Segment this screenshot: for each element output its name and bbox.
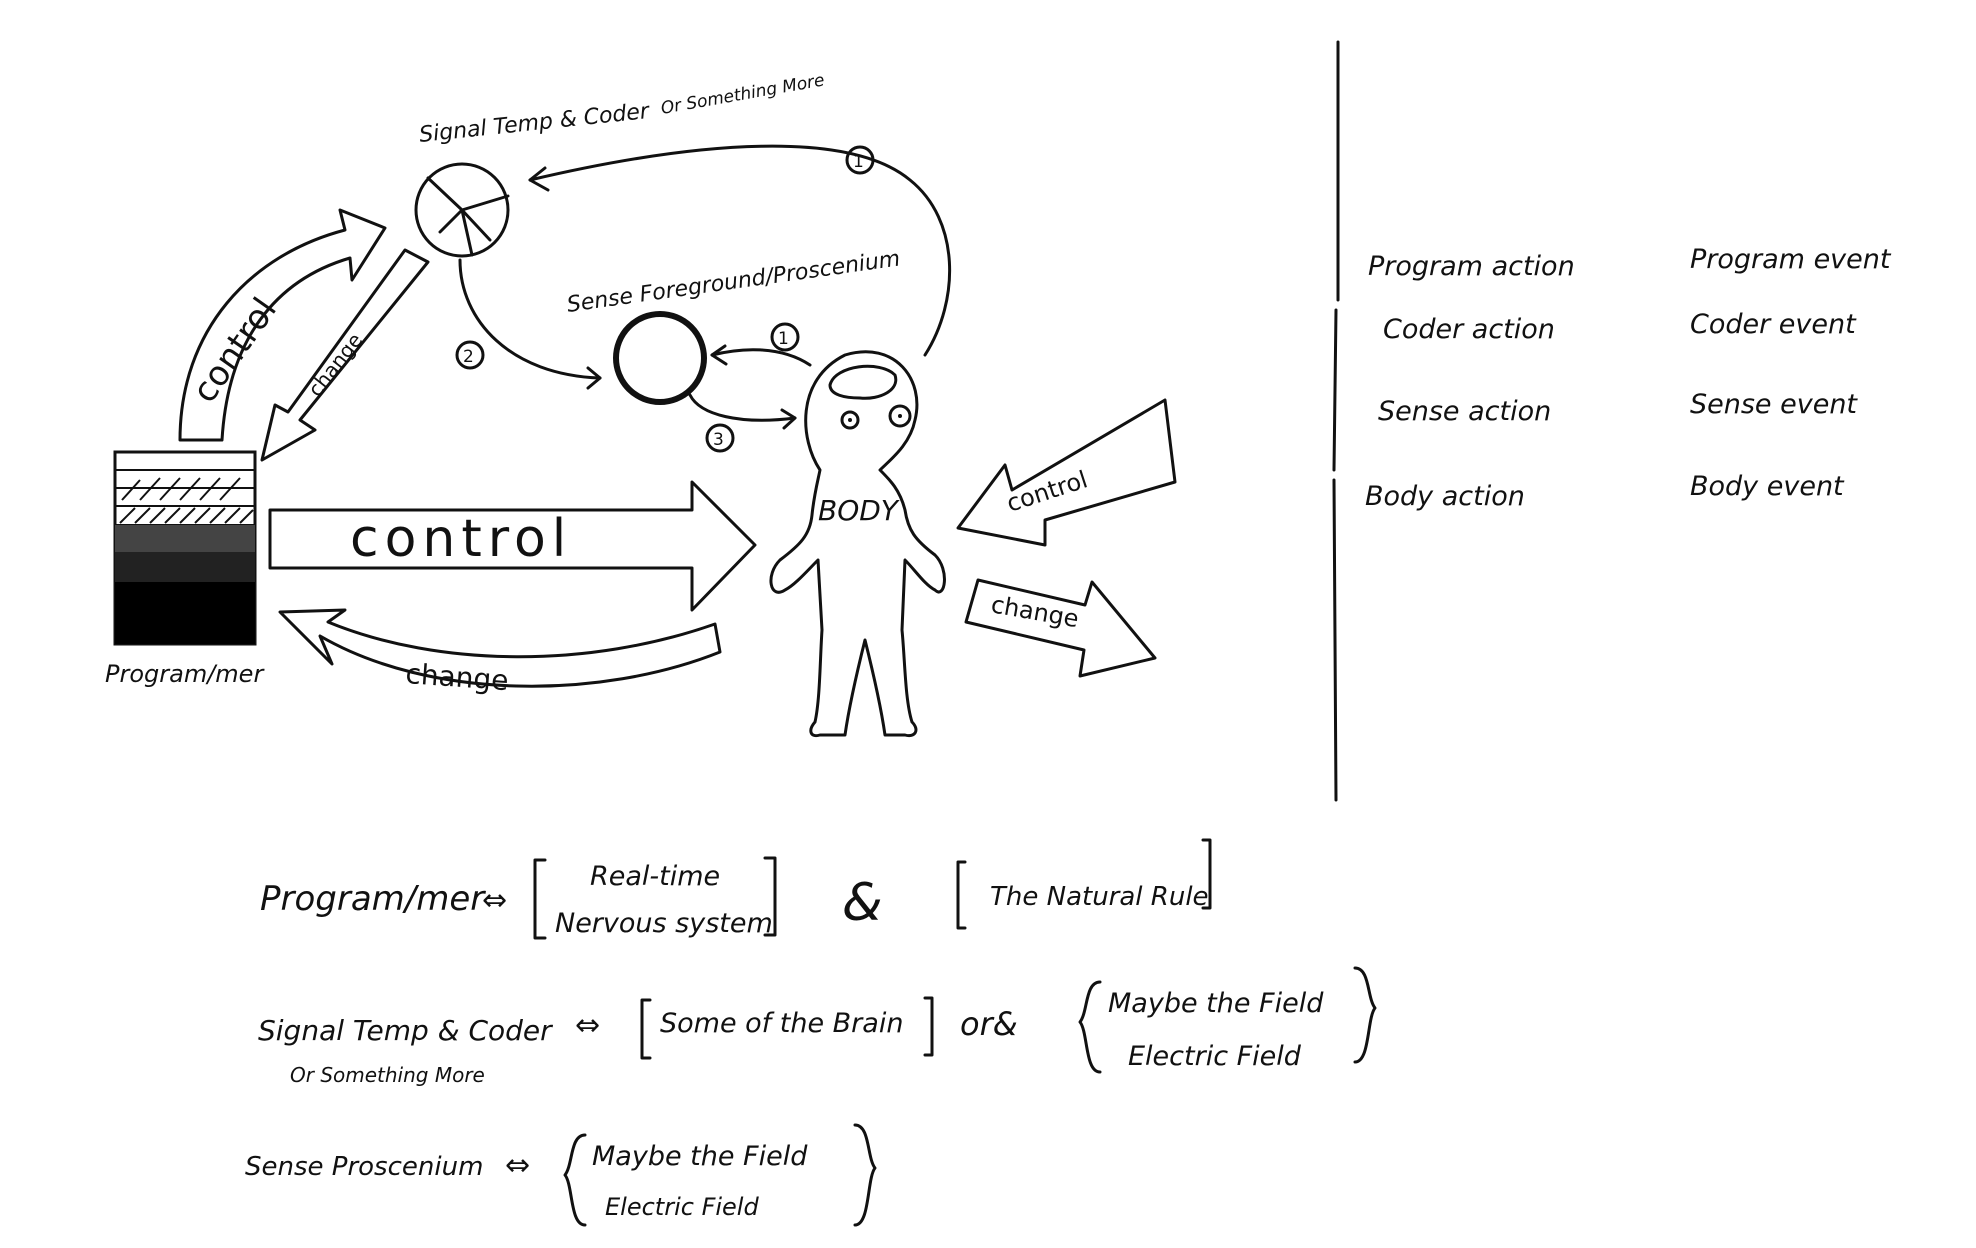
svg-text:3: 3: [713, 430, 724, 450]
action-coder: Coder action: [1383, 314, 1555, 345]
mapping-row-sense: Sense Proscenium ⇔ Maybe the Field Elect…: [245, 1123, 877, 1227]
step-marker-1-body: 1: [770, 322, 800, 352]
programmer-node: Program/mer: [105, 450, 265, 688]
sense-title: Sense Foreground/Proscenium: [565, 246, 901, 318]
mapping-1-left: Program/mer: [260, 879, 486, 919]
action-sense: Sense action: [1378, 396, 1551, 427]
mapping-1-bracket-b: The Natural Rule: [990, 882, 1209, 912]
mapping-1-bracket-a-line2: Nervous system: [555, 908, 773, 939]
signal-coder-pie-lines: [426, 176, 510, 257]
step-marker-3: 3: [705, 423, 735, 453]
signal-coder-title: Signal Temp & Coder: [418, 99, 652, 148]
flow-arrows: [458, 144, 952, 430]
mapping-2-joiner: or&: [960, 1005, 1018, 1043]
mapping-3-left: Sense Proscenium: [245, 1152, 483, 1182]
mapping-3-bracket-a-line2: Electric Field: [605, 1193, 759, 1221]
body-label: BODY: [818, 494, 900, 527]
mapping-2-bracket-b-line1: Maybe the Field: [1108, 988, 1324, 1019]
arrow-change-right: change: [964, 578, 1157, 678]
svg-text:2: 2: [463, 347, 474, 367]
mapping-1-symbol: ⇔: [482, 883, 507, 918]
step-marker-1-top: 1: [845, 145, 875, 175]
mapping-row-programmer: Program/mer ⇔ Real-time Nervous system &…: [260, 838, 1212, 940]
mapping-2-bracket-a: Some of the Brain: [660, 1008, 903, 1039]
event-coder: Coder event: [1690, 309, 1857, 340]
mapping-row-signal: Signal Temp & Coder Or Something More ⇔ …: [258, 966, 1377, 1087]
arrow-signal-to-sense: [458, 258, 602, 380]
svg-text:1: 1: [853, 152, 864, 172]
control-main-label: control: [350, 509, 572, 569]
arrow-change-bottom: change: [278, 608, 722, 697]
vertical-divider: [1332, 40, 1340, 802]
event-program: Program event: [1690, 244, 1892, 275]
mapping-3-bracket-a-line1: Maybe the Field: [592, 1141, 808, 1172]
mapping-1-joiner: &: [842, 873, 883, 933]
svg-text:change: change: [405, 657, 510, 697]
arrow-control-right: control: [956, 398, 1177, 547]
arrow-body-to-signal: [528, 144, 952, 357]
mapping-2-left-line2: Or Something More: [290, 1063, 485, 1087]
mapping-1-bracket-a-line1: Real-time: [590, 861, 720, 892]
sense-node: Sense Foreground/Proscenium: [565, 246, 902, 405]
arrow-body-to-sense: [710, 348, 812, 367]
signal-coder-subtitle: Or Something More: [659, 70, 826, 118]
mapping-3-symbol: ⇔: [505, 1148, 530, 1183]
mapping-2-symbol: ⇔: [575, 1008, 600, 1043]
action-program: Program action: [1368, 251, 1575, 282]
signal-coder-circle: [414, 162, 510, 258]
svg-text:change: change: [303, 328, 367, 401]
actions-events-table: Program action Program event Coder actio…: [1365, 244, 1892, 512]
svg-text:1: 1: [778, 329, 789, 349]
event-body: Body event: [1690, 471, 1845, 502]
signal-coder-node: Signal Temp & Coder Or Something More: [414, 70, 826, 258]
programmer-label: Program/mer: [105, 660, 265, 688]
action-body: Body action: [1365, 481, 1525, 512]
event-sense: Sense event: [1690, 389, 1858, 420]
step-marker-2: 2: [455, 340, 485, 370]
step-markers: 1 1 2 3: [455, 145, 875, 453]
arrow-control-main: control: [268, 480, 757, 612]
sense-circle: [613, 311, 707, 405]
arrow-sense-to-body: [688, 393, 797, 422]
mapping-2-bracket-b-line2: Electric Field: [1128, 1041, 1302, 1072]
mapping-2-left-line1: Signal Temp & Coder: [258, 1014, 553, 1047]
body-figure: BODY: [769, 350, 946, 738]
